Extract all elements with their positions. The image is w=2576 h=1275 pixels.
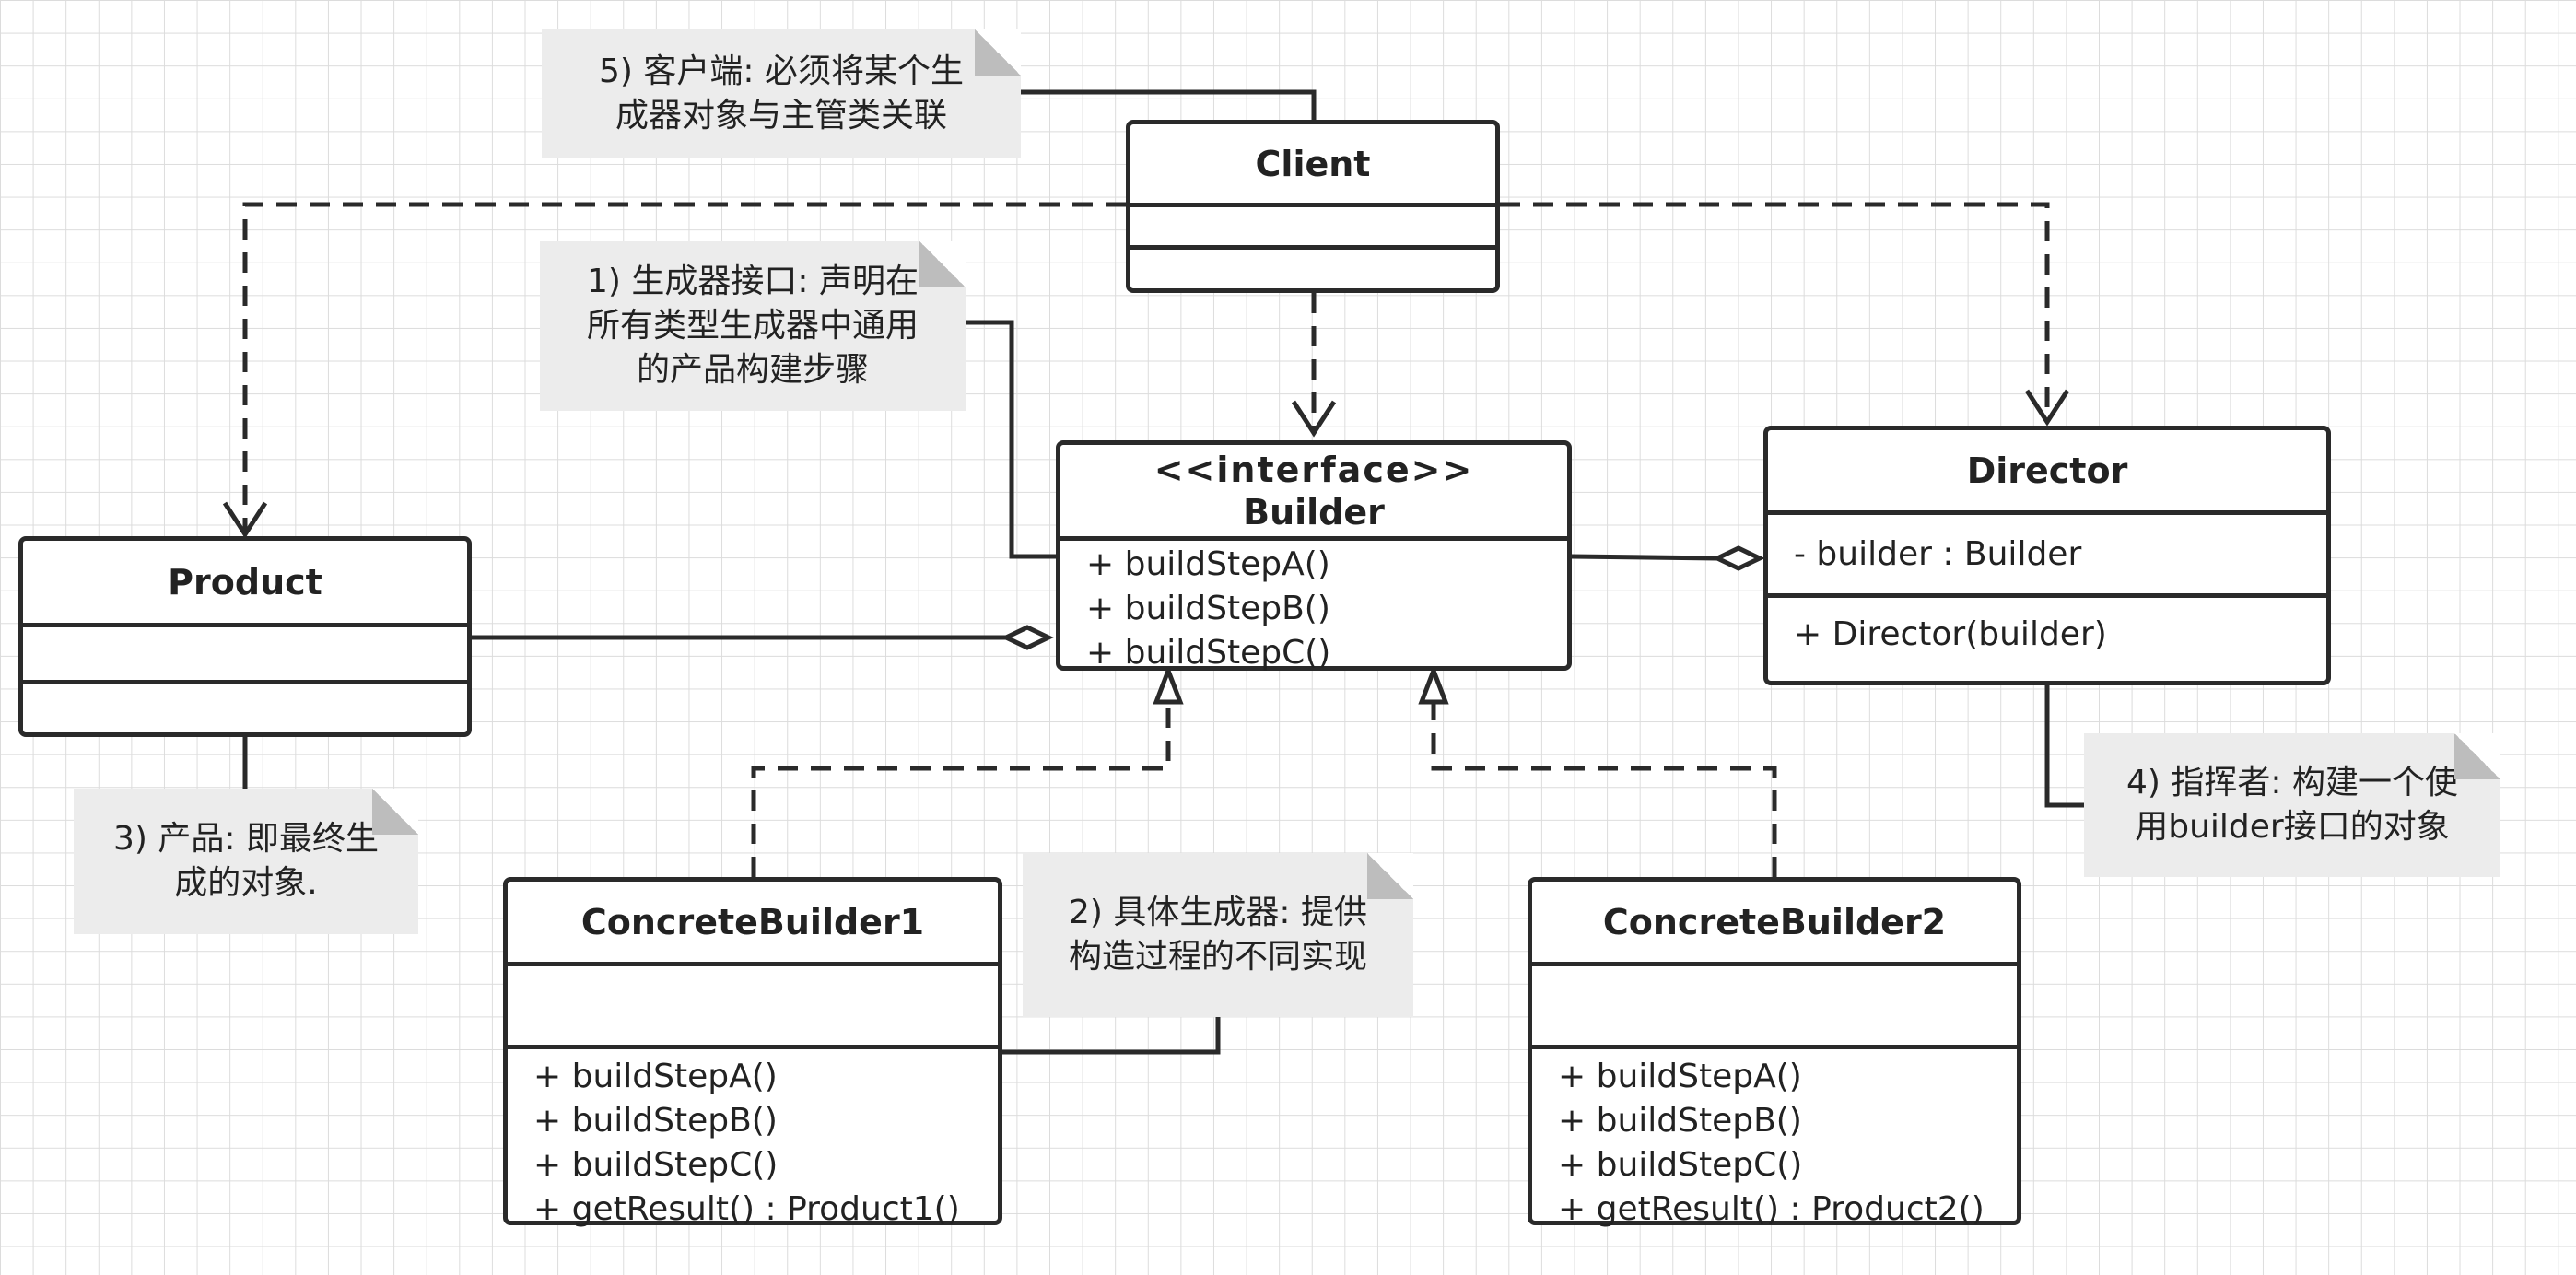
class-director[interactable]: Director - builder : Builder + Director(…	[1763, 426, 2331, 685]
note-text-line: 用builder接口的对象	[2135, 808, 2450, 846]
class-director-operations: + Director(builder)	[1768, 598, 2326, 672]
class-client-name: Client	[1255, 143, 1371, 184]
class-product-attributes	[23, 627, 467, 684]
class-product-name: Product	[168, 561, 322, 602]
class-client[interactable]: Client	[1126, 120, 1500, 293]
note-text-line: 3) 产品: 即最终生	[113, 820, 379, 858]
dependency-client-product	[242, 202, 1126, 532]
method-item: + getResult() : Product2()	[1558, 1190, 1985, 1228]
note-product: 3) 产品: 即最终生 成的对象.	[74, 789, 418, 934]
realization-cb2-builder-triangle	[1418, 663, 1449, 705]
note-client: 5) 客户端: 必须将某个生 成器对象与主管类关联	[542, 29, 1021, 158]
class-concrete-builder-2-name: ConcreteBuilder2	[1602, 901, 1947, 942]
dependency-client-director-arrowhead	[2024, 389, 2070, 427]
method-item: + getResult() : Product1()	[533, 1190, 960, 1228]
method-item: + buildStepC()	[1086, 634, 1331, 672]
method-item: + buildStepC()	[1558, 1146, 1803, 1184]
class-product-header: Product	[23, 541, 467, 627]
method-item: + buildStepB()	[533, 1102, 778, 1140]
note-fold-icon	[1367, 853, 1413, 899]
class-client-operations	[1130, 250, 1495, 288]
class-director-name: Director	[1966, 450, 2128, 491]
class-builder-stereotype: <<interface>>	[1153, 449, 1474, 490]
method-item: + buildStepB()	[1086, 590, 1330, 627]
note-text-line: 构造过程的不同实现	[1068, 938, 1367, 976]
class-product-operations	[23, 684, 467, 732]
class-concrete-builder-1[interactable]: ConcreteBuilder1 + buildStepA() + buildS…	[503, 877, 1002, 1228]
class-builder-header: <<interface>> Builder	[1060, 445, 1567, 541]
note-fold-icon	[2454, 733, 2500, 779]
class-client-attributes	[1130, 207, 1495, 250]
method-item: + buildStepC()	[533, 1146, 779, 1184]
dependency-client-product-arrowhead	[222, 501, 268, 539]
class-client-header: Client	[1130, 124, 1495, 207]
method-item: + buildStepA()	[1086, 545, 1330, 583]
field-item: - builder : Builder	[1794, 534, 2082, 573]
note-text-line: 所有类型生成器中通用	[586, 307, 919, 345]
class-builder-operations: + buildStepA() + buildStepB() + buildSte…	[1060, 541, 1567, 675]
note-link-builder	[966, 320, 1056, 559]
note-text-line: 2) 具体生成器: 提供	[1069, 894, 1367, 931]
method-item: + buildStepA()	[533, 1058, 778, 1095]
note-fold-icon	[975, 29, 1021, 76]
realization-cb2-builder	[1431, 698, 1777, 877]
note-director: 4) 指挥者: 构建一个使 用builder接口的对象	[2084, 733, 2500, 877]
note-link-director	[2044, 685, 2084, 808]
realization-cb1-builder	[751, 698, 1171, 877]
note-fold-icon	[919, 241, 966, 287]
dependency-client-builder-arrowhead	[1291, 400, 1337, 438]
note-link-client	[1021, 89, 1317, 120]
aggregation-builder-director	[1571, 554, 1718, 561]
note-builder-interface: 1) 生成器接口: 声明在 所有类型生成器中通用 的产品构建步骤	[540, 241, 966, 411]
class-concrete-builder-2[interactable]: ConcreteBuilder2 + buildStepA() + buildS…	[1528, 877, 2021, 1228]
dependency-client-director	[1500, 202, 2050, 420]
aggregation-product-builder-diamond	[1001, 625, 1054, 650]
class-concrete-builder-1-header: ConcreteBuilder1	[508, 882, 998, 966]
class-concrete-builder-1-operations: + buildStepA() + buildStepB() + buildSte…	[508, 1049, 998, 1232]
class-concrete-builder-2-attributes	[1532, 966, 2017, 1049]
note-concrete-builder: 2) 具体生成器: 提供 构造过程的不同实现	[1023, 853, 1413, 1017]
class-concrete-builder-1-attributes	[508, 966, 998, 1049]
method-item: + buildStepB()	[1558, 1102, 1802, 1140]
class-builder[interactable]: <<interface>> Builder + buildStepA() + b…	[1056, 440, 1572, 672]
note-text-line: 成器对象与主管类关联	[615, 97, 947, 135]
note-link-concrete	[999, 1017, 1221, 1055]
class-director-attributes: - builder : Builder	[1768, 515, 2326, 598]
class-builder-name: Builder	[1243, 491, 1385, 532]
class-concrete-builder-1-name: ConcreteBuilder1	[580, 901, 925, 942]
class-director-header: Director	[1768, 430, 2326, 515]
note-text-line: 的产品构建步骤	[636, 351, 869, 389]
aggregation-builder-director-diamond	[1712, 545, 1765, 571]
method-item: + buildStepA()	[1558, 1058, 1802, 1095]
method-item: + Director(builder)	[1794, 615, 2107, 653]
class-product[interactable]: Product	[18, 536, 472, 737]
class-concrete-builder-2-operations: + buildStepA() + buildStepB() + buildSte…	[1532, 1049, 2017, 1232]
realization-cb1-builder-triangle	[1153, 663, 1184, 705]
class-concrete-builder-2-header: ConcreteBuilder2	[1532, 882, 2017, 966]
note-text-line: 4) 指挥者: 构建一个使	[2126, 764, 2458, 801]
note-text-line: 5) 客户端: 必须将某个生	[599, 53, 964, 90]
note-text-line: 1) 生成器接口: 声明在	[587, 263, 919, 300]
note-fold-icon	[372, 789, 418, 835]
note-text-line: 成的对象.	[174, 864, 318, 902]
